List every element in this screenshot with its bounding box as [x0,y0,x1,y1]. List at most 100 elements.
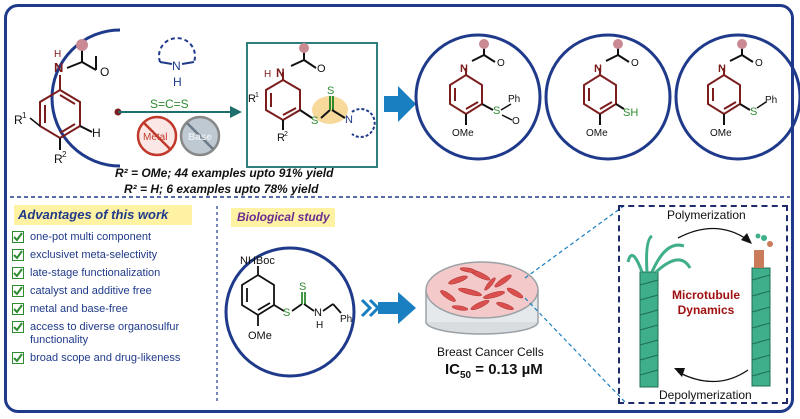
bio-nhboc: NHBoc [240,255,275,267]
product-s1: S [311,115,318,127]
sulfone-derivative [414,33,542,161]
bio-ome: OMe [248,330,272,342]
sulfone-s: S [493,105,500,117]
thiol-ome: OMe [586,128,608,139]
polymerization-label: Polymerization [667,208,746,222]
depolymerization-arrow [677,369,749,383]
petri-dish [425,261,539,335]
sm-nitrogen: N [54,60,63,75]
sm-r1-sup: 1 [22,111,27,120]
depolymerization-label: Depolymerization [659,388,752,402]
advantage-item: late-stage functionalization [12,267,212,280]
microtubule-dynamics-label: Microtubule Dynamics [660,288,752,318]
advantages-list: one-pot multi component exclusivet meta-… [12,231,212,370]
checkbox-icon [12,303,24,315]
sm-hydrogen: H [54,49,61,60]
bio-arrow [360,292,416,324]
advantage-text: access to diverse organosulfur functiona… [30,321,180,346]
yield-line-ome: R² = OMe; 44 examples upto 91% yield [115,166,334,180]
advantage-item: access to diverse organosulfur functiona… [12,321,212,347]
ic50-label: IC [445,361,460,378]
microtubule-panel [618,205,788,404]
sulfone-o2: O [512,116,520,127]
product-box [246,42,378,168]
polymerization-arrow [677,227,749,241]
sulfone-ph: Ph [508,94,520,105]
thioether-derivative [674,33,800,161]
starting-material [29,28,121,168]
thioether-o: O [755,58,763,69]
product-r1: R [248,93,256,105]
no-base-sign [179,115,221,157]
sulfone-o1: O [497,58,505,69]
advantage-text: metal and base-free [30,303,128,315]
advantage-text: one-pot multi component [30,231,152,243]
advantage-item: exclusivet meta-selectivity [12,249,212,262]
no-metal-sign [136,115,178,157]
advantage-item: catalyst and additive free [12,285,212,298]
ic50-subscript: 50 [460,370,472,381]
advantage-item: broad scope and drug-likeness [12,352,212,365]
advantage-item: metal and base-free [12,303,212,316]
advantage-text: broad scope and drug-likeness [30,352,181,364]
sulfone-ome: OMe [452,128,474,139]
ic50-value: IC50 = 0.13 µM [445,361,543,381]
thiol-derivative [544,33,672,161]
bio-h: H [316,320,323,331]
cell-line-label: Breast Cancer Cells [437,345,544,359]
derivatization-arrow [384,86,416,122]
sm-r1: R [14,113,23,127]
product-structure [265,43,376,138]
thiol-n: N [594,63,602,75]
thioether-n: N [718,63,726,75]
thiol-o: O [631,58,639,69]
product-r2: R [277,132,285,144]
cyclic-amine [158,37,196,65]
base-label: Base [188,132,212,143]
advantages-title: Advantages of this work [14,205,192,225]
ic50-number: = 0.13 µM [471,361,543,378]
bio-ph: Ph [340,314,352,325]
product-o: O [317,63,326,75]
advantage-item: one-pot multi component [12,231,212,244]
thioether-ome: OMe [710,128,732,139]
amine-h: H [173,75,182,89]
checkbox-icon [12,352,24,364]
bio-compound [224,246,356,378]
bio-s1: S [283,307,290,319]
sm-r2: R [54,152,63,166]
bio-title: Biological study [231,208,335,227]
amine-n: N [172,59,181,73]
thiol-sh: SH [623,107,638,119]
product-r1-sup: 1 [255,92,259,99]
microtubule-left [626,234,692,388]
checkbox-icon [12,231,24,243]
product-s2: S [327,85,334,97]
checkbox-icon [12,321,24,333]
bio-s2: S [299,281,306,293]
product-h: H [264,69,271,80]
zoom-line-bottom [524,297,626,403]
yield-line-h: R² = H; 6 examples upto 78% yield [124,182,319,196]
advantage-text: catalyst and additive free [30,285,152,297]
advantage-text: late-stage functionalization [30,267,161,279]
product-n2: N [345,114,353,126]
sulfone-n: N [460,63,468,75]
sm-h: H [92,126,101,140]
metal-label: Metal [143,132,167,143]
outer-frame [4,4,794,413]
microtubule-line1: Microtubule [672,288,740,302]
product-n: N [276,66,285,80]
reaction-arrowhead [230,106,242,118]
checkbox-icon [12,267,24,279]
checkbox-icon [12,285,24,297]
sm-oxygen: O [100,65,109,79]
sm-r2-sup: 2 [62,150,67,159]
methyl-blob [76,39,88,51]
microtubule-right [751,233,773,387]
bio-n: N [314,307,322,319]
microtubule-line2: Dynamics [677,303,735,317]
product-r2-sup: 2 [284,131,288,138]
